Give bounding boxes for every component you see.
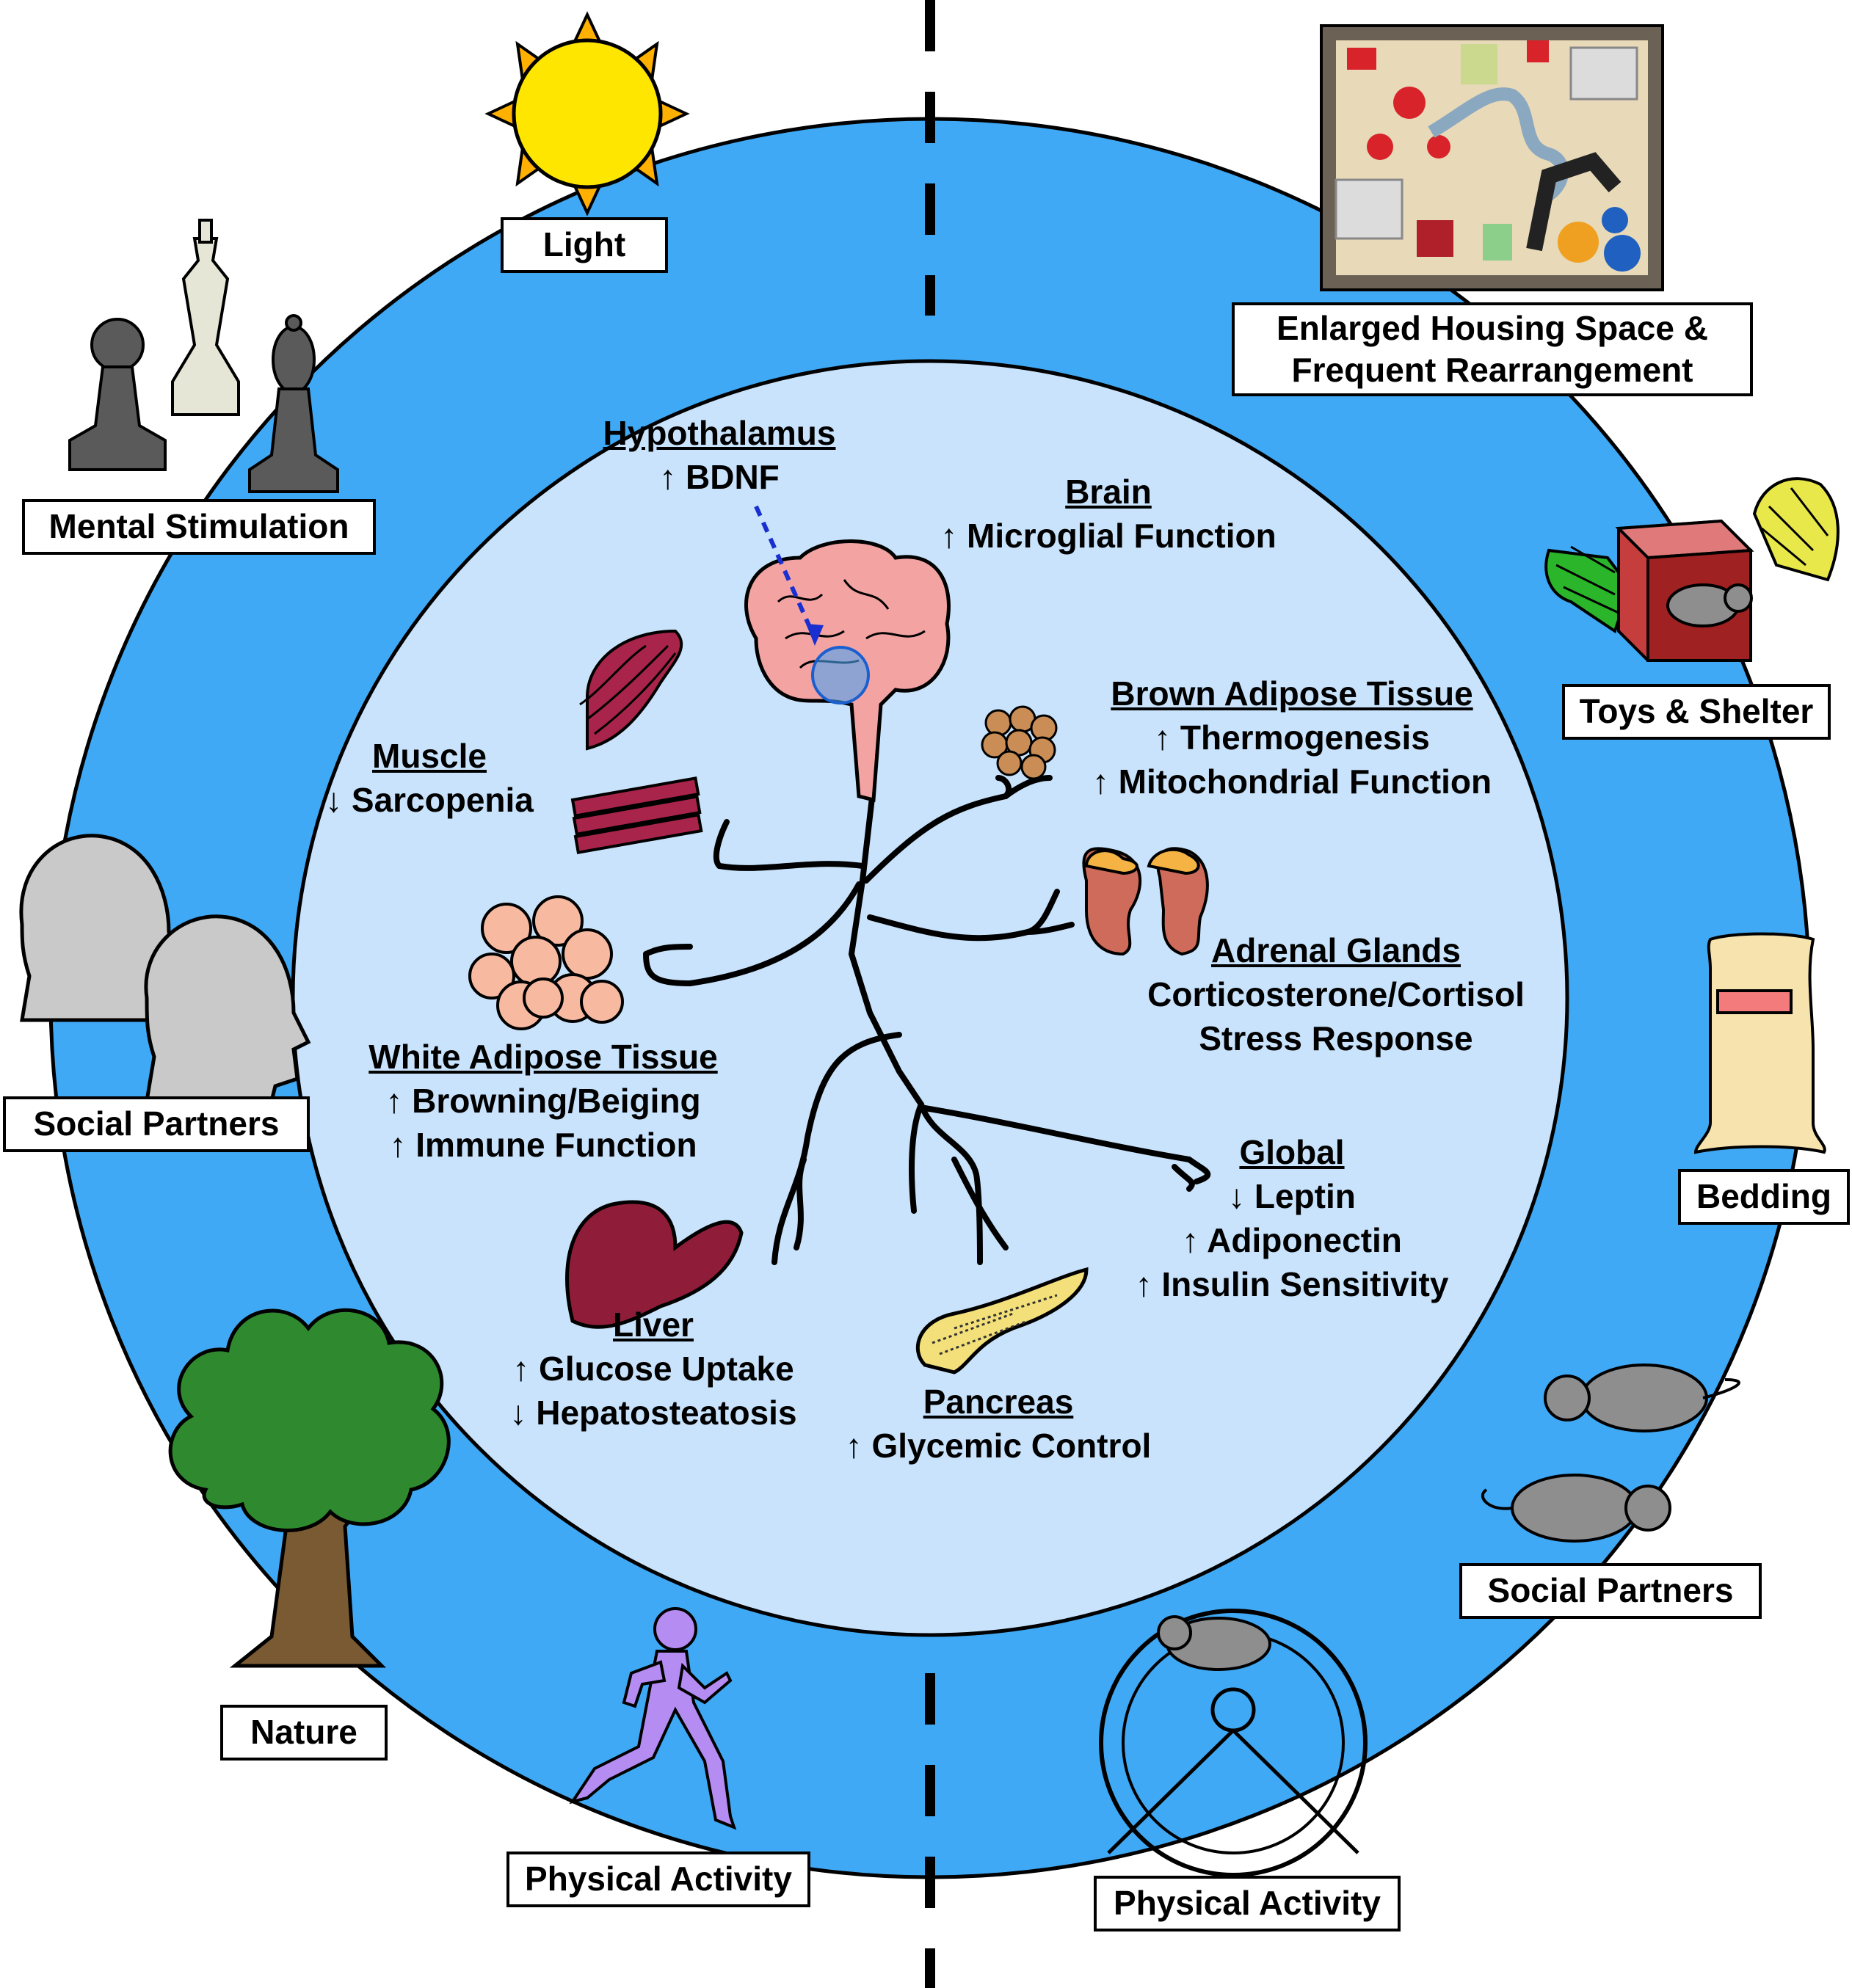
brown-adipose-icon (981, 705, 1058, 780)
nerve-branches (643, 775, 1211, 1265)
human-heads-icon (19, 834, 311, 1103)
mental-stimulation-label: Mental Stimulation (22, 499, 376, 555)
liver-effect-2: ↓ Hepatosteatosis (509, 1394, 797, 1432)
liver-icon (565, 1200, 744, 1329)
housing-label: Enlarged Housing Space & Frequent Rearra… (1232, 302, 1753, 396)
pancreas-title: Pancreas (923, 1383, 1074, 1421)
hypothalamus-effect-1: ↑ BDNF (659, 458, 780, 496)
global-title: Global (1239, 1133, 1345, 1171)
brown-adipose-effect-2: ↑ Mitochondrial Function (1092, 762, 1492, 801)
pancreas-effect-1: ↑ Glycemic Control (845, 1427, 1152, 1465)
global-effect-3: ↑ Insulin Sensitivity (1135, 1265, 1449, 1303)
global-label: Global ↓ Leptin ↑ Adiponectin ↑ Insulin … (1101, 1130, 1483, 1306)
hypothalamus-title: Hypothalamus (603, 414, 836, 452)
bedding-label: Bedding (1678, 1169, 1850, 1225)
brown-adipose-label: Brown Adipose Tissue ↑ Thermogenesis ↑ M… (1057, 671, 1527, 804)
pancreas-icon (916, 1267, 1089, 1375)
white-adipose-title: White Adipose Tissue (368, 1038, 718, 1076)
global-effect-2: ↑ Adiponectin (1182, 1221, 1402, 1259)
sun-icon (484, 11, 690, 216)
housing-label-line-1: Enlarged Housing Space & (1277, 308, 1708, 347)
white-adipose-icon (468, 895, 624, 1030)
social-partners-human-label: Social Partners (3, 1096, 310, 1152)
muscle-effect-1: ↓ Sarcopenia (325, 781, 534, 819)
mice-icon (1481, 1363, 1740, 1543)
global-effect-1: ↓ Leptin (1228, 1177, 1356, 1215)
adrenal-effect-1: Corticosterone/Cortisol (1147, 975, 1525, 1013)
physical-activity-human-label: Physical Activity (506, 1852, 810, 1907)
tree-icon (168, 1308, 451, 1668)
muscle-title: Muscle (372, 737, 487, 775)
liver-title: Liver (613, 1306, 694, 1344)
adrenal-effect-2: Stress Response (1199, 1019, 1473, 1057)
running-wheel-icon (1099, 1609, 1368, 1877)
nature-label: Nature (220, 1705, 388, 1761)
brain-title: Brain (1065, 473, 1152, 511)
human-runner-icon (569, 1607, 737, 1830)
adrenal-glands-icon (1082, 847, 1209, 956)
light-label: Light (501, 217, 668, 273)
adrenal-label: Adrenal Glands Corticosterone/Cortisol S… (1116, 928, 1556, 1060)
housing-label-line-2: Frequent Rearrangement (1291, 351, 1693, 389)
liver-effect-1: ↑ Glucose Uptake (512, 1350, 794, 1388)
social-partners-mouse-label: Social Partners (1459, 1563, 1762, 1619)
bedding-bag-icon (1693, 932, 1826, 1154)
brain-effect-1: ↑ Microglial Function (940, 517, 1277, 555)
hypothalamus-label: Hypothalamus ↑ BDNF (573, 411, 866, 499)
muscle-icon (570, 629, 703, 854)
adrenal-title: Adrenal Glands (1211, 931, 1461, 969)
brain-icon (744, 505, 951, 803)
white-adipose-label: White Adipose Tissue ↑ Browning/Beiging … (338, 1035, 749, 1167)
brown-adipose-title: Brown Adipose Tissue (1111, 674, 1473, 713)
brain-label: Brain ↑ Microglial Function (918, 470, 1299, 558)
liver-label: Liver ↑ Glucose Uptake ↓ Hepatosteatosis (470, 1303, 837, 1435)
muscle-label: Muscle ↓ Sarcopenia (308, 734, 551, 822)
toys-shelter-label: Toys & Shelter (1562, 684, 1831, 740)
toys-shelter-icon (1544, 477, 1840, 662)
physical-activity-mouse-label: Physical Activity (1094, 1876, 1401, 1931)
white-adipose-effect-2: ↑ Immune Function (389, 1126, 697, 1164)
white-adipose-effect-1: ↑ Browning/Beiging (385, 1082, 701, 1120)
housing-cage-photo (1320, 24, 1664, 291)
brown-adipose-effect-1: ↑ Thermogenesis (1154, 718, 1430, 757)
hypothalamus-marker (811, 646, 870, 704)
pancreas-label: Pancreas ↑ Glycemic Control (815, 1380, 1182, 1468)
chess-pieces-icon (68, 219, 339, 493)
